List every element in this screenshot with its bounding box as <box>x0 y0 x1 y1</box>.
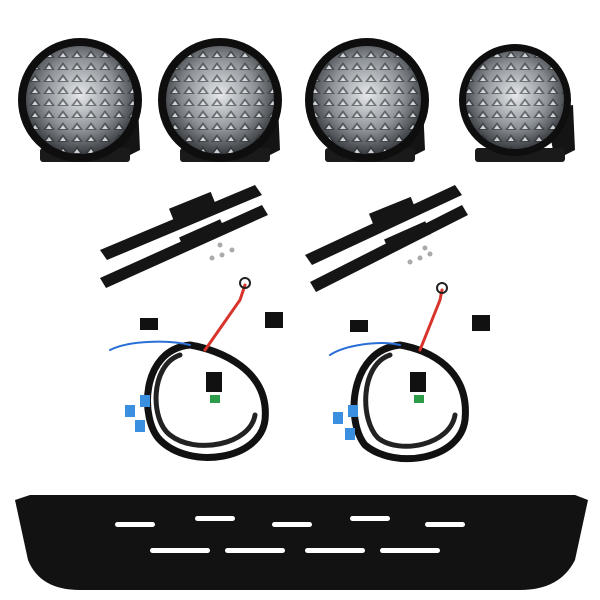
light-2 <box>158 38 282 162</box>
bracket-set-right <box>305 185 468 292</box>
light-4 <box>459 44 575 162</box>
wiring-harness-left <box>109 277 283 461</box>
light-3 <box>305 38 429 162</box>
bracket-set-left <box>100 185 268 288</box>
wiring-harness-right <box>329 282 490 463</box>
light-1 <box>18 38 142 162</box>
mounting-bar <box>15 495 588 590</box>
